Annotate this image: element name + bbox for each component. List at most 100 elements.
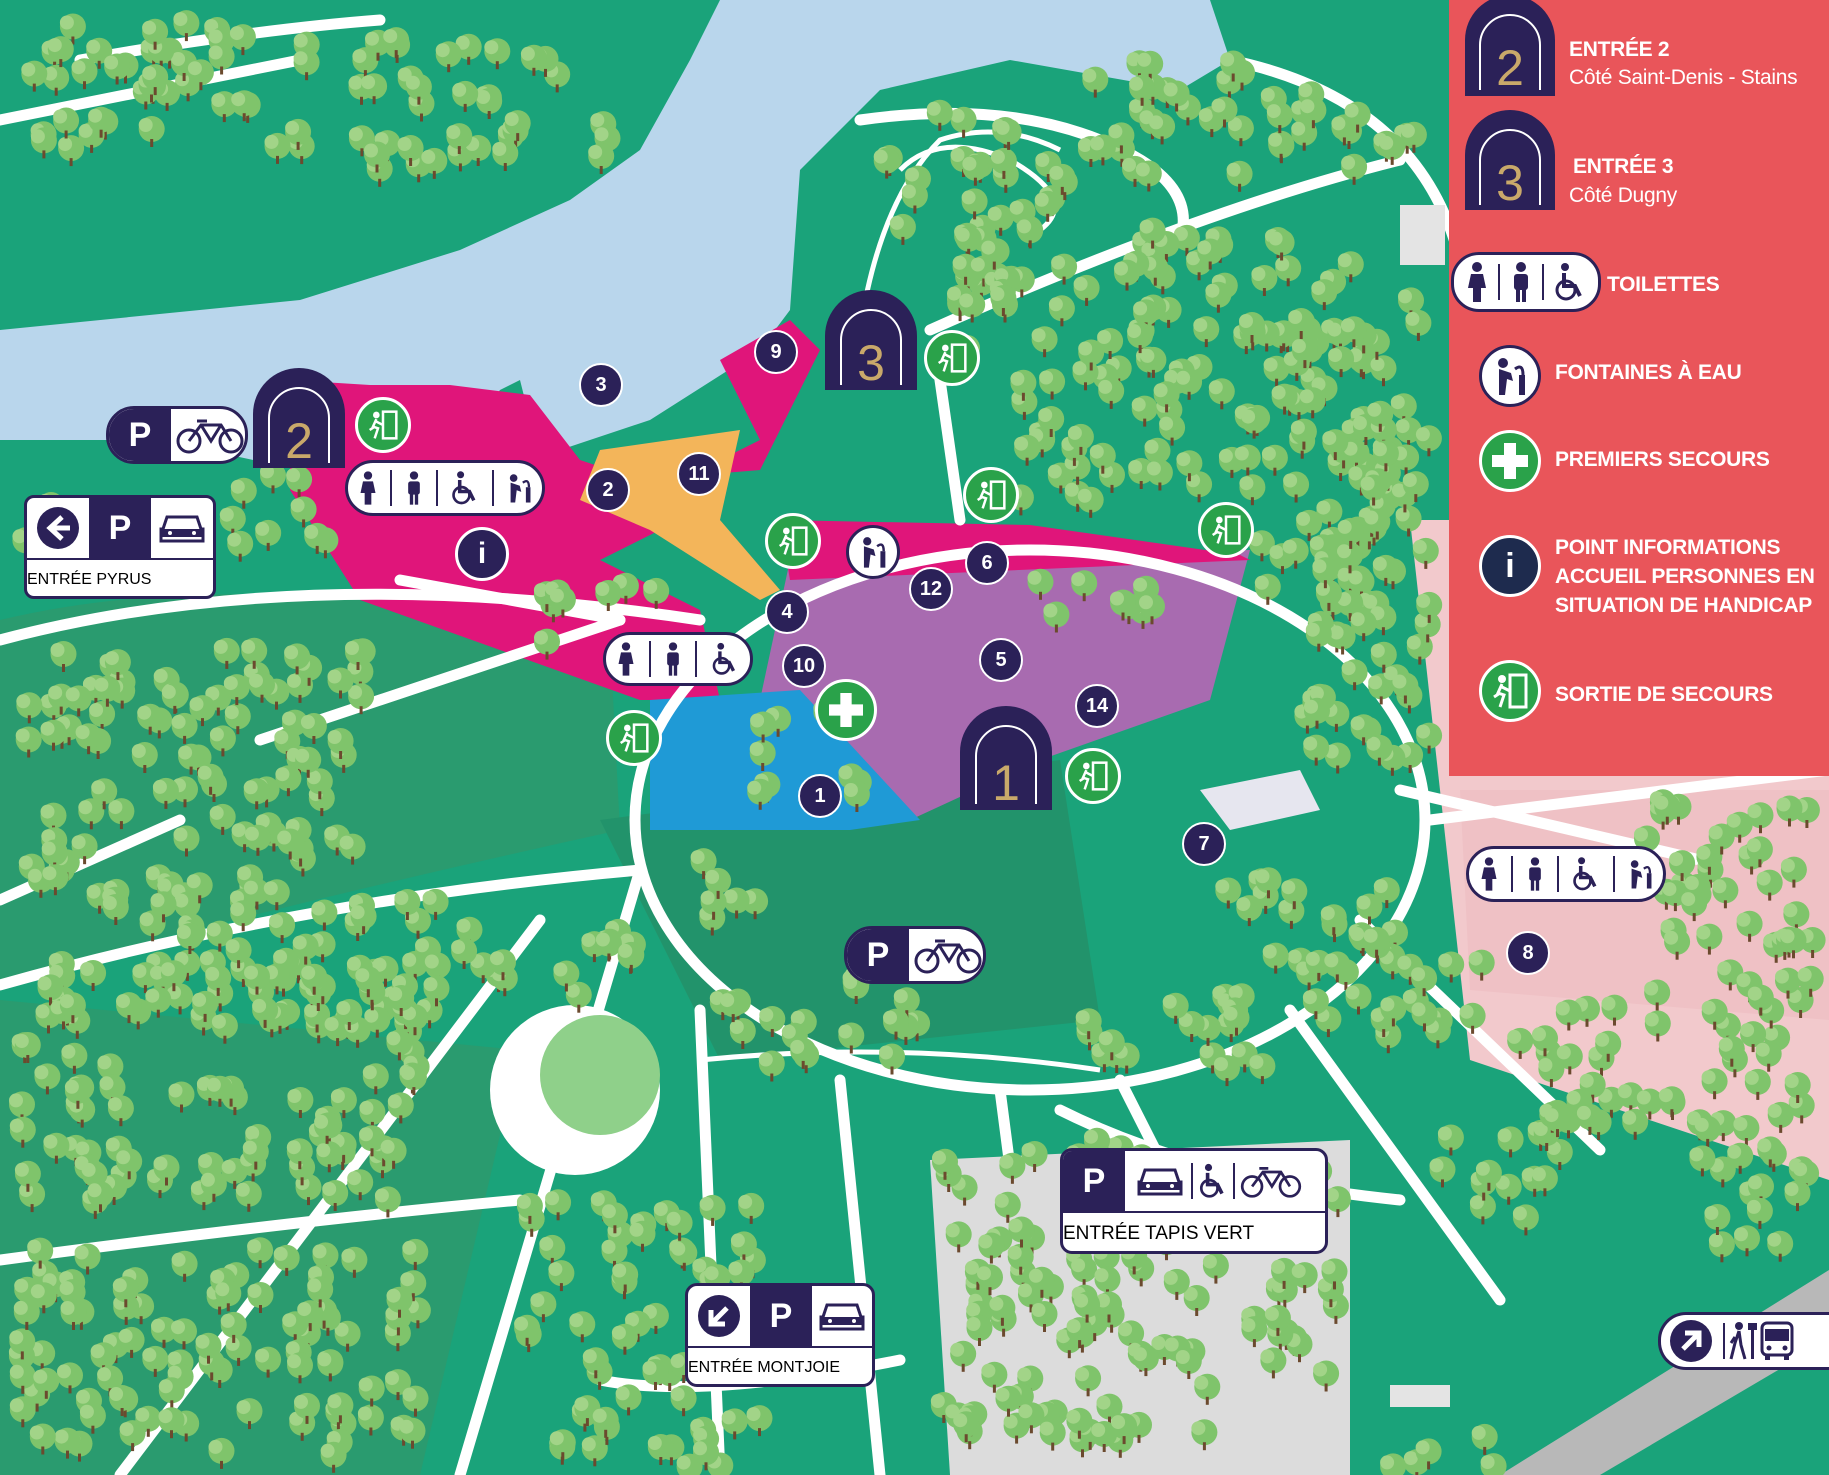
toilets-fountain-marker[interactable] bbox=[345, 460, 545, 516]
cross-icon bbox=[829, 693, 863, 727]
parking-icon: P bbox=[89, 498, 151, 558]
entree-pyrus-sign[interactable]: P ENTRÉE PYRUS bbox=[24, 495, 216, 599]
zone-orange bbox=[580, 430, 780, 600]
first-aid-marker[interactable] bbox=[815, 679, 877, 741]
entrance-1-marker[interactable]: 1 bbox=[960, 706, 1052, 810]
zone-marker[interactable]: 9 bbox=[754, 330, 798, 374]
parking-icon: P bbox=[750, 1286, 812, 1346]
bike-icon bbox=[1240, 1167, 1302, 1198]
exit-icon bbox=[368, 410, 398, 440]
exit-icon bbox=[1211, 515, 1241, 545]
bike-icon bbox=[176, 419, 244, 454]
zone-marker[interactable]: 10 bbox=[782, 644, 826, 688]
legend-info-line2: ACCUEIL PERSONNES EN bbox=[1555, 565, 1815, 588]
legend-toilettes: TOILETTES bbox=[1607, 273, 1720, 296]
entree-tapis-vert-label: ENTRÉE TAPIS VERT bbox=[1063, 1223, 1255, 1244]
zone-marker[interactable]: 4 bbox=[765, 590, 809, 634]
zone-marker[interactable]: 5 bbox=[979, 638, 1023, 682]
svg-text:2: 2 bbox=[1496, 40, 1524, 96]
entrance-3-marker[interactable]: 3 bbox=[825, 290, 917, 390]
entrance-2-icon: 2 bbox=[1465, 0, 1555, 96]
fountain-icon bbox=[863, 537, 886, 568]
exit-icon bbox=[1078, 761, 1108, 791]
parking-icon: P bbox=[109, 409, 171, 461]
exit-icon bbox=[778, 526, 808, 556]
svg-text:3: 3 bbox=[1496, 155, 1524, 210]
entrance-3-icon: 3 bbox=[1465, 110, 1555, 210]
wheelchair-icon bbox=[1573, 857, 1597, 891]
arrow-down-left-icon bbox=[688, 1286, 750, 1346]
svg-text:2: 2 bbox=[285, 413, 313, 468]
emergency-exit-marker[interactable] bbox=[1065, 748, 1121, 804]
legend-entree2-title: ENTRÉE 2 bbox=[1569, 38, 1670, 61]
legend-fontaines: FONTAINES À EAU bbox=[1555, 361, 1742, 384]
entree-montjoie-label: ENTRÉE MONTJOIE bbox=[688, 1359, 841, 1376]
wheelchair-icon bbox=[1199, 1163, 1224, 1198]
zone-marker[interactable]: 7 bbox=[1182, 822, 1226, 866]
woman-icon bbox=[360, 471, 376, 505]
entree-tapis-vert-sign[interactable]: P ENTRÉE TAPIS VERT bbox=[1060, 1148, 1328, 1254]
woman-icon bbox=[1467, 262, 1486, 302]
zone-marker[interactable]: 3 bbox=[579, 363, 623, 407]
toilets-legend-icon bbox=[1451, 252, 1601, 312]
info-point-marker[interactable]: i bbox=[455, 527, 509, 581]
water-fountain-legend-icon bbox=[1479, 345, 1541, 407]
car-icon bbox=[812, 1286, 872, 1346]
legend-entree2-sub: Côté Saint-Denis - Stains bbox=[1569, 66, 1798, 89]
first-aid-legend-icon bbox=[1479, 430, 1541, 492]
toilets-marker[interactable] bbox=[603, 632, 753, 686]
legend-entree3-sub: Côté Dugny bbox=[1569, 184, 1677, 207]
legend-info-line1: POINT INFORMATIONS bbox=[1555, 536, 1781, 559]
parking-bike-marker[interactable]: P bbox=[844, 926, 986, 984]
emergency-exit-marker[interactable] bbox=[355, 397, 411, 453]
exit-icon bbox=[976, 480, 1006, 510]
parking-icon: P bbox=[1063, 1151, 1125, 1211]
bike-icon bbox=[914, 939, 982, 974]
emergency-exit-marker[interactable] bbox=[1198, 502, 1254, 558]
svg-text:3: 3 bbox=[857, 335, 885, 390]
emergency-exit-marker[interactable] bbox=[606, 710, 662, 766]
man-icon bbox=[667, 642, 679, 676]
zone-marker[interactable]: 11 bbox=[677, 452, 721, 496]
emergency-exit-marker[interactable] bbox=[924, 330, 980, 386]
exit-icon bbox=[619, 723, 649, 753]
zone-marker[interactable]: 12 bbox=[909, 567, 953, 611]
bus-icon bbox=[1760, 1321, 1794, 1360]
legend-sortie: SORTIE DE SECOURS bbox=[1555, 683, 1773, 706]
arrow-left-icon bbox=[27, 498, 89, 558]
zone-marker[interactable]: 14 bbox=[1075, 684, 1119, 728]
map-legend: 2 ENTRÉE 2 Côté Saint-Denis - Stains 3 E… bbox=[1449, 0, 1829, 776]
man-icon bbox=[1513, 262, 1528, 302]
woman-icon bbox=[1481, 857, 1497, 891]
fountain-icon bbox=[1630, 860, 1652, 889]
entree-montjoie-sign[interactable]: P ENTRÉE MONTJOIE bbox=[685, 1283, 875, 1387]
pedestrian-icon bbox=[1729, 1322, 1757, 1360]
transport-sign[interactable] bbox=[1658, 1312, 1829, 1370]
toilets-fountain-marker[interactable] bbox=[1466, 846, 1666, 902]
arrow-up-right-icon bbox=[1670, 1320, 1712, 1362]
parking-bike-marker[interactable]: P bbox=[106, 406, 248, 464]
fountain-icon bbox=[509, 474, 531, 503]
legend-secours: PREMIERS SECOURS bbox=[1555, 448, 1770, 471]
emergency-exit-legend-icon bbox=[1479, 660, 1541, 722]
lake bbox=[0, 0, 1230, 470]
zone-marker[interactable]: 8 bbox=[1506, 931, 1550, 975]
svg-text:1: 1 bbox=[992, 755, 1020, 810]
wheelchair-icon bbox=[452, 471, 476, 505]
info-legend-icon: i bbox=[1479, 535, 1541, 597]
man-icon bbox=[1529, 857, 1541, 891]
car-icon bbox=[1137, 1168, 1183, 1196]
emergency-exit-marker[interactable] bbox=[963, 467, 1019, 523]
exit-icon bbox=[937, 343, 967, 373]
car-icon bbox=[151, 498, 213, 558]
water-fountain-marker[interactable] bbox=[846, 525, 900, 579]
woman-icon bbox=[618, 642, 634, 676]
parking-icon: P bbox=[847, 929, 909, 981]
zone-marker[interactable]: 1 bbox=[798, 774, 842, 818]
zone-marker[interactable]: 2 bbox=[586, 468, 630, 512]
legend-entree3-title: ENTRÉE 3 bbox=[1573, 155, 1674, 178]
zone-marker[interactable]: 6 bbox=[965, 541, 1009, 585]
entrance-2-marker[interactable]: 2 bbox=[253, 368, 345, 468]
wheelchair-icon bbox=[712, 642, 735, 675]
emergency-exit-marker[interactable] bbox=[765, 513, 821, 569]
